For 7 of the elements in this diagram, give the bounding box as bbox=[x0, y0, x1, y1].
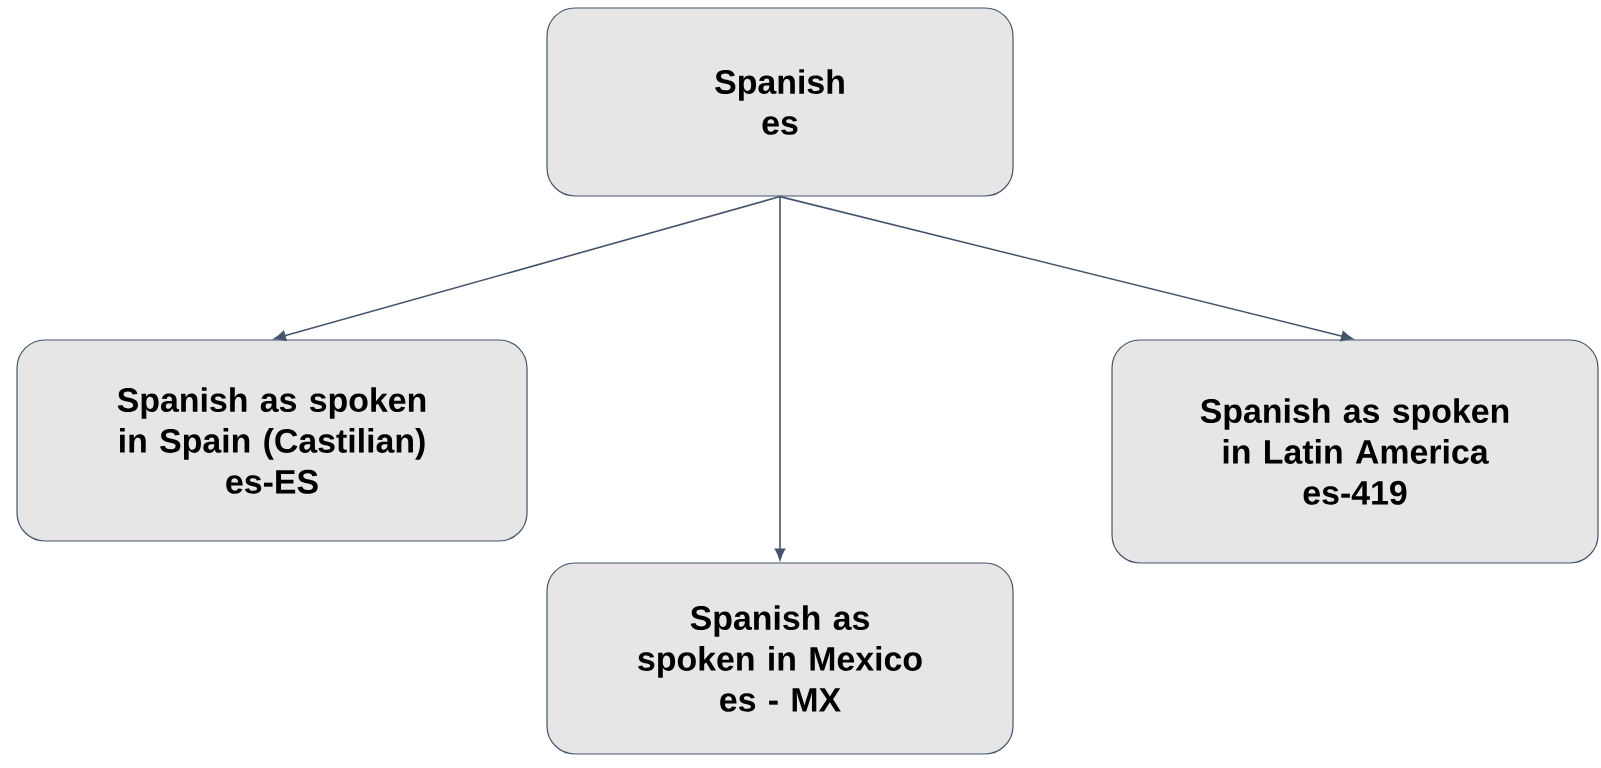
arrow bbox=[779, 195, 1353, 342]
process-box: Spanish as spoken in Latin America es-419 bbox=[1111, 339, 1599, 564]
process-box: Spanish as spoken in Spain (Castilian) es-ES bbox=[16, 339, 528, 542]
arrow bbox=[774, 195, 786, 561]
process-box: Spanish es bbox=[546, 7, 1014, 197]
arrow bbox=[274, 195, 781, 341]
process-box: Spanish as spoken in Mexico es - MX bbox=[546, 562, 1014, 755]
